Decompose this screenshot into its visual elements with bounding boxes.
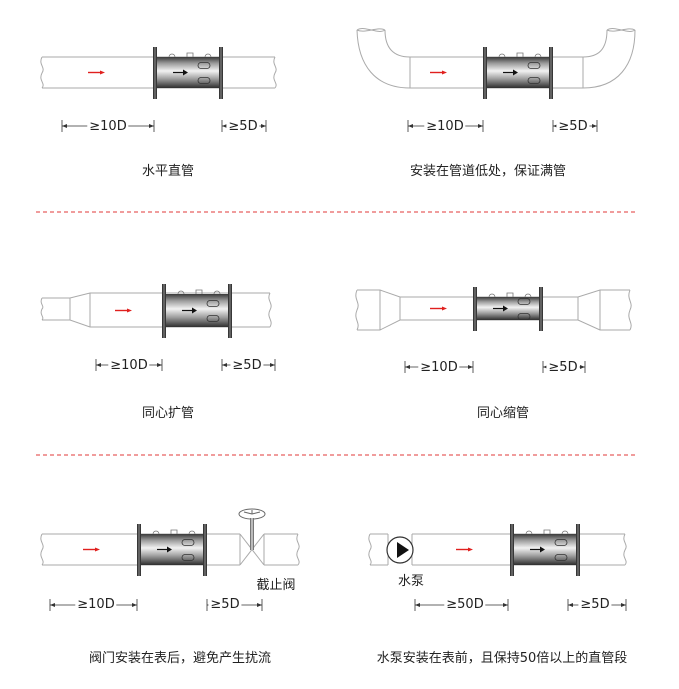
dimension-arrow-icon	[408, 124, 413, 128]
electrode-icon	[181, 539, 195, 546]
flange	[162, 284, 166, 338]
flowmeter	[510, 524, 580, 576]
upstream-distance-label: ≥10D	[75, 597, 117, 612]
panel-caption: 阀门安装在表后，避免产生扰流	[88, 651, 272, 666]
dimension-arrow-icon	[503, 603, 508, 607]
fluid-flow-arrowhead-icon	[100, 70, 105, 75]
meter-terminal	[525, 529, 569, 535]
electrode-icon	[527, 62, 541, 69]
electrode-icon	[181, 554, 195, 561]
electrode-icon	[197, 77, 211, 84]
meter-terminal	[488, 292, 532, 298]
dimension-arrow-icon	[270, 363, 275, 367]
panel-caption: 同心扩管	[141, 406, 195, 421]
dimension-arrow-icon	[261, 124, 266, 128]
flange	[539, 287, 543, 331]
upstream-distance-label: ≥10D	[108, 358, 150, 373]
valve-stem	[250, 518, 254, 550]
panel-caption: 同心缩管	[476, 406, 530, 421]
electrode-icon	[527, 77, 541, 84]
dimension-arrow-icon	[96, 363, 101, 367]
fluid-flow-arrowhead-icon	[442, 306, 447, 311]
pump-icon	[386, 536, 414, 564]
arrowhead-icon	[513, 69, 518, 76]
fluid-flow-arrowhead-icon	[127, 308, 132, 313]
electrode-icon	[517, 298, 531, 305]
fluid-flow-arrowhead-icon	[442, 70, 447, 75]
flange	[473, 287, 477, 331]
electrode-icon	[517, 313, 531, 320]
meter-terminal	[168, 52, 212, 58]
arrowhead-icon	[192, 307, 197, 314]
downstream-distance-label: ≥5D	[556, 119, 590, 134]
upstream-distance-label: ≥10D	[424, 119, 466, 134]
valve-label: 截止阀	[256, 578, 296, 593]
dimension-arrow-icon	[157, 363, 162, 367]
flange	[219, 47, 223, 99]
panel-caption: 水平直管	[141, 164, 195, 179]
meter-terminal	[177, 289, 221, 295]
flange	[510, 524, 514, 576]
meter-terminal	[152, 529, 196, 535]
dimension-arrow-icon	[257, 603, 262, 607]
electrode-icon	[206, 315, 220, 322]
arrowhead-icon	[167, 546, 172, 553]
upstream-distance-label: ≥10D	[418, 360, 460, 375]
fluid-flow-arrowhead-icon	[95, 547, 100, 552]
upstream-distance-label: ≥10D	[87, 119, 129, 134]
flange	[153, 47, 157, 99]
dimension-arrow-icon	[621, 603, 626, 607]
meter-terminal	[498, 52, 542, 58]
dimension-arrow-icon	[62, 124, 67, 128]
dimension-arrow-icon	[468, 365, 473, 369]
downstream-distance-label: ≥5D	[208, 597, 242, 612]
dimension-arrow-icon	[132, 603, 137, 607]
dimension-arrow-icon	[222, 363, 227, 367]
dimension-arrow-icon	[568, 603, 573, 607]
electrode-icon	[206, 300, 220, 307]
dimension-arrow-icon	[405, 365, 410, 369]
dimension-arrow-icon	[415, 603, 420, 607]
dimension-arrow-icon	[50, 603, 55, 607]
electrode-icon	[554, 554, 568, 561]
dimension-arrow-icon	[580, 365, 585, 369]
flowmeter	[153, 47, 223, 99]
flange	[483, 47, 487, 99]
flange	[549, 47, 553, 99]
arrowhead-icon	[503, 305, 508, 312]
downstream-distance-label: ≥5D	[226, 119, 260, 134]
electrode-icon	[554, 539, 568, 546]
electrode-icon	[197, 62, 211, 69]
flange	[228, 284, 232, 338]
flowmeter	[137, 524, 207, 576]
panel-caption: 安装在管道低处，保证满管	[409, 164, 567, 179]
downstream-distance-label: ≥5D	[578, 597, 612, 612]
arrowhead-icon	[540, 546, 545, 553]
dimension-arrow-icon	[592, 124, 597, 128]
dimension-arrow-icon	[222, 124, 227, 128]
downstream-distance-label: ≥5D	[230, 358, 264, 373]
flange	[576, 524, 580, 576]
flowmeter	[162, 284, 232, 338]
flowmeter	[473, 287, 543, 331]
flange	[137, 524, 141, 576]
dimension-arrow-icon	[149, 124, 154, 128]
pump-label: 水泵	[397, 574, 425, 589]
arrowhead-icon	[183, 69, 188, 76]
dimension-arrow-icon	[478, 124, 483, 128]
downstream-distance-label: ≥5D	[546, 360, 580, 375]
flange	[203, 524, 207, 576]
expander-pipe	[40, 292, 272, 328]
upstream-distance-label: ≥50D	[444, 597, 486, 612]
globe-valve	[239, 533, 300, 566]
panel-caption: 水泵安装在表前，且保持50倍以上的直管段	[376, 651, 628, 666]
fluid-flow-arrowhead-icon	[468, 547, 473, 552]
flowmeter	[483, 47, 553, 99]
